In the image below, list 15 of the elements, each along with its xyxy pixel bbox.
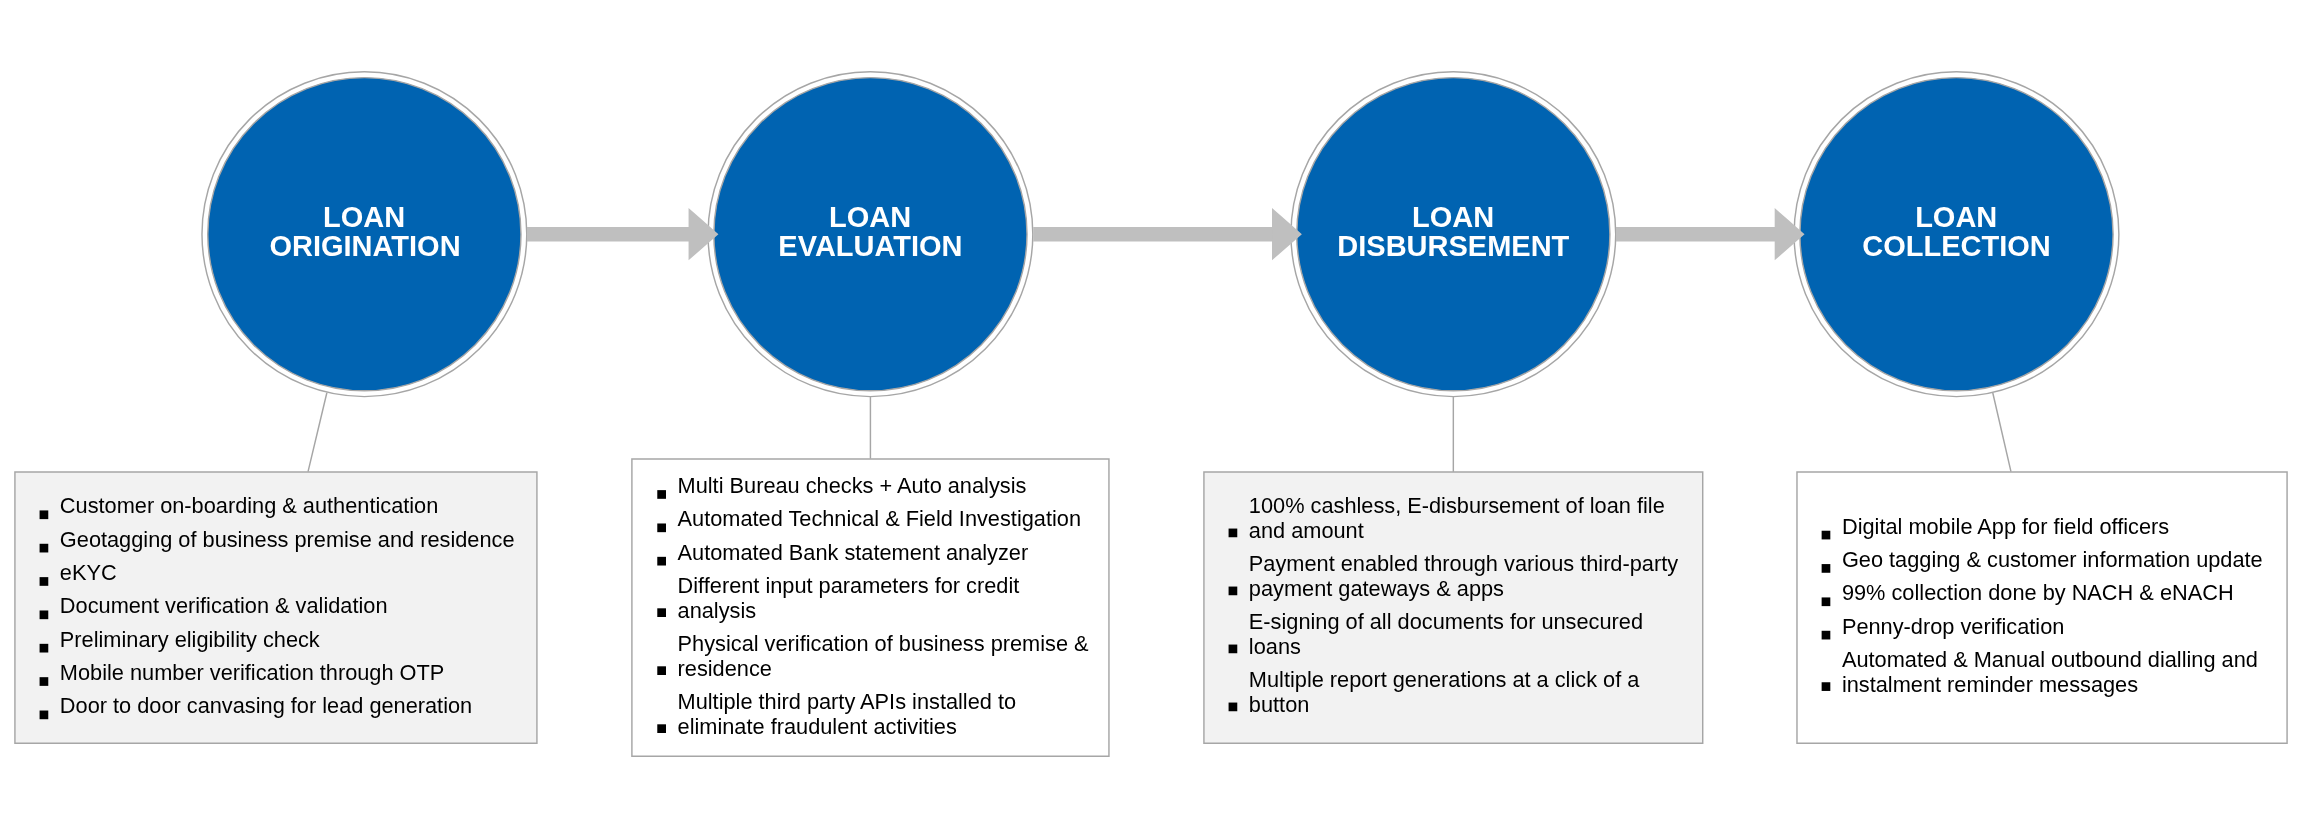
- node-circle: LOAN EVALUATION: [707, 71, 1034, 398]
- arrow: [1615, 208, 1805, 261]
- node-box: 100% cashless, E-disbursement of loan file and amount Payment enabled through various third-party payment gateways & apps E-signing of all documents for unsecured loans Multiple report generations at a click of a button: [1203, 471, 1704, 744]
- arrow: [526, 208, 719, 261]
- node-box: Customer on-boarding & authentication Geotagging of business premise and residence eKYC Document verification & validation Preliminary eligibility check Mobile number verification through OTP Door to door canvasing for lead generation: [14, 471, 538, 744]
- connector: [869, 396, 872, 460]
- node-circle: LOAN COLLECTION: [1793, 71, 2120, 398]
- node-box: Digital mobile App for field officers Geo tagging & customer information update 99% collection done by NACH & eNACH Penny-drop verification Automated & Manual outbound dialling and instalment reminder messages: [1796, 471, 2288, 744]
- arrow: [1033, 208, 1302, 261]
- connector: [1992, 392, 2012, 473]
- node-circle: LOAN DISBURSEMENT: [1290, 71, 1617, 398]
- node-box: Multi Bureau checks + Auto analysis Automated Technical & Field Investigation Automated Bank statement analyzer Different input parameters for credit analysis Physical verification of business premise & residence Multiple third party APIs installed to eliminate fraudulent activities: [631, 458, 1110, 757]
- connector: [307, 392, 328, 473]
- connector: [1452, 396, 1455, 473]
- node-circle: LOAN ORIGINATION: [201, 71, 528, 398]
